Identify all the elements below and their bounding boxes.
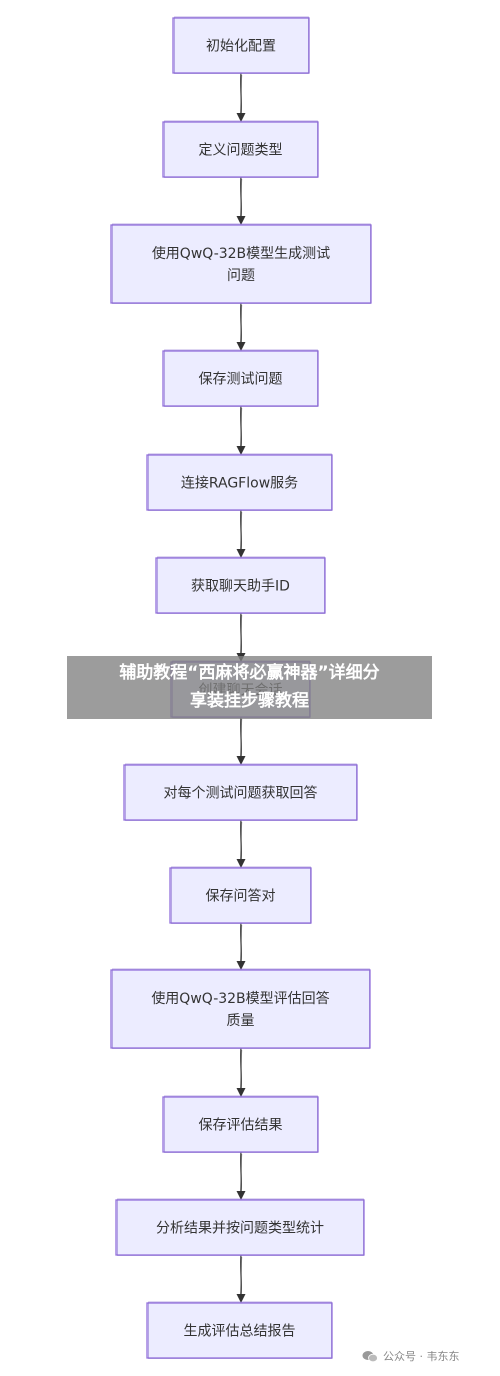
flow-arrow-9 [236,922,246,970]
overlay-line-2: 享装挂步骤教程 [190,691,309,711]
flow-node-8: 对每个测试问题获取回答 [123,763,358,821]
wechat-icon [362,1350,378,1362]
flow-arrow-7 [236,716,246,765]
watermark: 公众号 · 韦东东 [362,1346,460,1366]
flow-node-9: 保存问答对 [169,866,312,924]
flow-node-label: 保存问答对 [206,888,276,905]
flow-node-label: 问题 [227,268,255,284]
flow-node-label: 分析结果并按问题类型统计 [156,1221,324,1237]
flow-node-label: 保存评估结果 [199,1118,283,1134]
flow-node-11: 保存评估结果 [162,1095,319,1153]
flow-arrow-5 [236,509,246,558]
flow-node-label: 质量 [227,1013,255,1029]
overlay-line-1: 辅助教程“西麻将必赢神器”详细分 [119,663,380,683]
flow-node-label: 保存测试问题 [199,372,283,388]
watermark-text: 公众号 · 韦东东 [383,1350,460,1363]
flow-node-label: 使用QwQ-32B模型评估回答 [151,990,329,1007]
flow-arrow-6 [236,612,246,662]
flow-node-12: 分析结果并按问题类型统计 [115,1198,365,1256]
flow-arrow-3 [236,302,246,351]
flow-arrow-8 [236,819,246,868]
flow-node-label: 定义问题类型 [199,143,283,159]
flow-arrow-11 [236,1151,246,1200]
flow-node-label: 使用QwQ-32B模型生成测试 [152,245,330,262]
flow-arrow-1 [236,72,246,122]
flow-node-label: 初始化配置 [206,38,276,55]
flow-node-label: 获取聊天助手ID [191,579,290,595]
flow-node-label: 对每个测试问题获取回答 [164,785,318,802]
flow-node-2: 定义问题类型 [162,120,319,178]
title-overlay-banner: 辅助教程“西麻将必赢神器”详细分 享装挂步骤教程 [67,656,432,719]
flow-arrow-2 [236,176,246,225]
flow-node-label: 连接RAGFlow服务 [181,475,298,492]
flow-arrow-12 [236,1254,246,1303]
flow-node-4: 保存测试问题 [162,349,319,407]
flow-node-13: 生成评估总结报告 [146,1301,333,1359]
flow-node-6: 获取聊天助手ID [155,556,326,614]
flow-node-1: 初始化配置 [172,16,310,74]
flow-node-5: 连接RAGFlow服务 [146,453,333,511]
flow-arrow-10 [236,1047,246,1097]
flow-arrow-4 [236,405,246,455]
flow-node-label: 生成评估总结报告 [184,1324,296,1340]
